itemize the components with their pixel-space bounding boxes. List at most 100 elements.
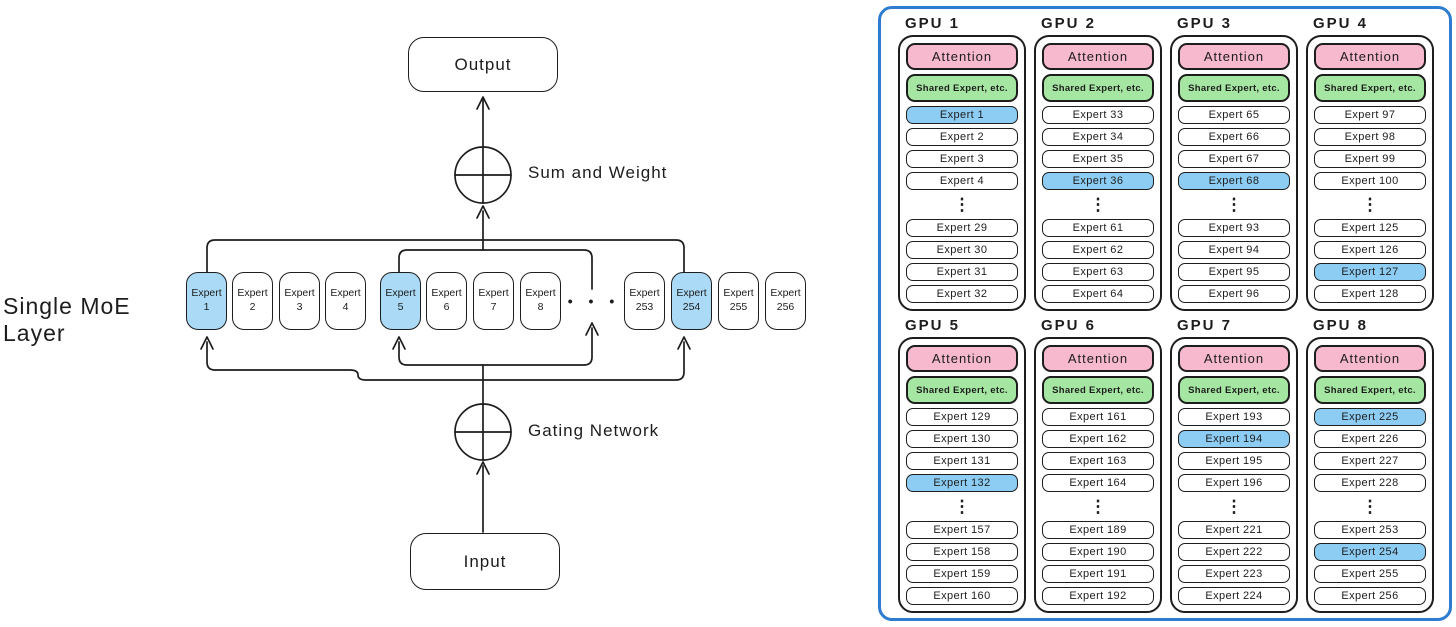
expert-slot: Expert 3 bbox=[906, 150, 1018, 168]
expert-slot: Expert 128 bbox=[1314, 285, 1426, 303]
expert-slot: Expert 227 bbox=[1314, 452, 1426, 470]
shared-expert-box: Shared Expert, etc. bbox=[1042, 74, 1154, 102]
expert-box-word: Expert bbox=[191, 287, 222, 300]
input-label: Input bbox=[463, 551, 507, 571]
ellipsis-dots: ⋮ bbox=[1361, 195, 1379, 214]
expert-box-word: Expert bbox=[723, 287, 754, 300]
sum-circle-plus-icon bbox=[454, 146, 512, 204]
input-node: Input bbox=[410, 533, 560, 590]
expert-box-word: Expert bbox=[676, 287, 707, 300]
expert-box-number: 7 bbox=[490, 301, 497, 313]
expert-slot: Expert 127 bbox=[1314, 263, 1426, 281]
expert-slot: Expert 228 bbox=[1314, 474, 1426, 492]
expert-slot: Expert 61 bbox=[1042, 219, 1154, 237]
expert-slot: Expert 225 bbox=[1314, 408, 1426, 426]
ellipsis-dots: ⋮ bbox=[1225, 195, 1243, 214]
expert-box-word: Expert bbox=[330, 287, 361, 300]
shared-expert-box: Shared Expert, etc. bbox=[1178, 74, 1290, 102]
gpu-title: GPU 5 bbox=[905, 317, 961, 334]
expert-box-number: 253 bbox=[635, 301, 654, 313]
expert-slot: Expert 65 bbox=[1178, 106, 1290, 124]
expert-box-number: 4 bbox=[342, 301, 349, 313]
arrow-experts-to-sum bbox=[476, 205, 490, 251]
expert-slot: Expert 2 bbox=[906, 128, 1018, 146]
top-line-expert1-254 bbox=[206, 239, 685, 273]
attention-box: Attention bbox=[906, 43, 1018, 70]
shared-expert-box: Shared Expert, etc. bbox=[906, 376, 1018, 404]
expert-slot: Expert 192 bbox=[1042, 587, 1154, 605]
shared-expert-box: Shared Expert, etc. bbox=[1314, 74, 1426, 102]
shared-expert-box: Shared Expert, etc. bbox=[1314, 376, 1426, 404]
expert-slot: Expert 253 bbox=[1314, 521, 1426, 539]
expert-slot: Expert 98 bbox=[1314, 128, 1426, 146]
expert-slot: Expert 226 bbox=[1314, 430, 1426, 448]
arrow-sum-to-output bbox=[476, 96, 490, 148]
expert-box-number: 254 bbox=[682, 301, 701, 313]
expert-box-word: Expert bbox=[385, 287, 416, 300]
expert-slot: Expert 62 bbox=[1042, 241, 1154, 259]
moe-layer-title: Single MoE Layer bbox=[3, 293, 131, 346]
shared-expert-box: Shared Expert, etc. bbox=[1042, 376, 1154, 404]
gate-branch-expert1-254 bbox=[200, 336, 691, 381]
expert-slot: Expert 224 bbox=[1178, 587, 1290, 605]
ellipsis-dots: ⋮ bbox=[1089, 497, 1107, 516]
expert-slot: Expert 35 bbox=[1042, 150, 1154, 168]
expert-slot: Expert 161 bbox=[1042, 408, 1154, 426]
expert-slot: Expert 93 bbox=[1178, 219, 1290, 237]
attention-box: Attention bbox=[1178, 43, 1290, 70]
expert-box-word: Expert bbox=[284, 287, 315, 300]
gpu-title: GPU 8 bbox=[1313, 317, 1369, 334]
attention-box: Attention bbox=[1314, 43, 1426, 70]
expert-slot: Expert 125 bbox=[1314, 219, 1426, 237]
expert-slot: Expert 189 bbox=[1042, 521, 1154, 539]
gating-circle-plus-icon bbox=[454, 403, 512, 461]
expert-row-ellipsis: • • • bbox=[567, 293, 621, 309]
expert-slot: Expert 63 bbox=[1042, 263, 1154, 281]
gating-node-label: Gating Network bbox=[528, 421, 660, 440]
expert-slot: Expert 157 bbox=[906, 521, 1018, 539]
expert-box-word: Expert bbox=[237, 287, 268, 300]
expert-slot: Expert 222 bbox=[1178, 543, 1290, 561]
expert-slot: Expert 163 bbox=[1042, 452, 1154, 470]
expert-slot: Expert 100 bbox=[1314, 172, 1426, 190]
expert-slot: Expert 34 bbox=[1042, 128, 1154, 146]
expert-slot: Expert 131 bbox=[906, 452, 1018, 470]
expert-slot: Expert 195 bbox=[1178, 452, 1290, 470]
expert-box-word: Expert bbox=[770, 287, 801, 300]
expert-slot: Expert 4 bbox=[906, 172, 1018, 190]
expert-slot: Expert 31 bbox=[906, 263, 1018, 281]
expert-box-number: 255 bbox=[729, 301, 748, 313]
attention-box: Attention bbox=[1042, 43, 1154, 70]
expert-slot: Expert 94 bbox=[1178, 241, 1290, 259]
expert-slot: Expert 196 bbox=[1178, 474, 1290, 492]
attention-box: Attention bbox=[1178, 345, 1290, 372]
expert-slot: Expert 159 bbox=[906, 565, 1018, 583]
arrow-input-to-gate bbox=[476, 461, 490, 533]
gpu-title: GPU 3 bbox=[1177, 15, 1233, 32]
ellipsis-dots: ⋮ bbox=[1225, 497, 1243, 516]
shared-expert-box: Shared Expert, etc. bbox=[1178, 376, 1290, 404]
attention-box: Attention bbox=[1042, 345, 1154, 372]
expert-slot: Expert 30 bbox=[906, 241, 1018, 259]
expert-slot: Expert 158 bbox=[906, 543, 1018, 561]
expert-slot: Expert 193 bbox=[1178, 408, 1290, 426]
expert-slot: Expert 191 bbox=[1042, 565, 1154, 583]
